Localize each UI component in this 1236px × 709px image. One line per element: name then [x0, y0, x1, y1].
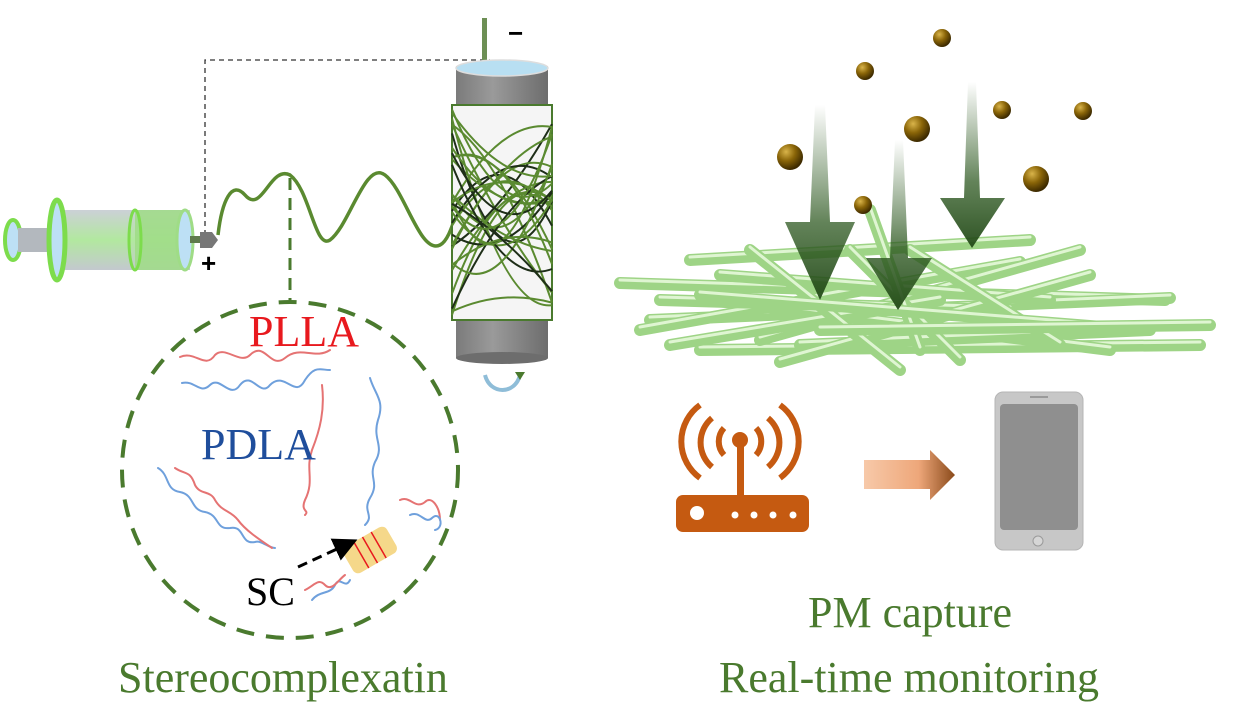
- fiber-strand: [451, 152, 553, 216]
- pm-particle: [1023, 166, 1049, 192]
- fiber-strand: [451, 163, 553, 275]
- fiber-strand: [451, 125, 553, 204]
- pm-particle: [777, 144, 803, 170]
- pm-particle: [1074, 102, 1092, 120]
- fiber-strand: [451, 190, 553, 316]
- circuit-wire: [204, 59, 490, 235]
- fiber-strand: [451, 147, 553, 205]
- pm-particle: [904, 116, 930, 142]
- fiber-strand: [451, 112, 553, 178]
- fiber-strand: [451, 199, 553, 247]
- collected-fibers: [451, 109, 553, 316]
- fiber-rod-highlight: [638, 257, 1022, 329]
- fiber-rod: [814, 319, 1216, 336]
- fiber-strand: [451, 296, 553, 313]
- fiber-strand: [451, 153, 553, 265]
- electrospinning-jet: [216, 171, 462, 248]
- right-arrow-icon: [864, 450, 955, 500]
- syringe-icon: [3, 197, 218, 283]
- fiber-strand: [451, 133, 553, 230]
- real-time-monitoring-caption: Real-time monitoring: [719, 653, 1100, 702]
- pm-capture-caption: PM capture: [808, 588, 1013, 637]
- positive-electrode-label: +: [201, 248, 217, 278]
- pm-particles: [777, 29, 1092, 214]
- stereocomplexation-caption: Stereocomplexatin: [118, 653, 448, 702]
- fiber-strand: [451, 133, 553, 244]
- pm-particle: [993, 101, 1011, 119]
- negative-electrode-label: −: [508, 18, 524, 48]
- fiber-strand: [451, 164, 553, 273]
- fiber-strand: [451, 109, 553, 198]
- pm-particle: [933, 29, 951, 47]
- sc-label: SC: [246, 569, 295, 614]
- zoom-circle: [120, 300, 460, 640]
- wifi-router-icon: [676, 402, 809, 532]
- pm-particle: [854, 196, 872, 214]
- rotating-drum-collector-icon: [451, 18, 553, 392]
- fiber-rod-highlight: [818, 320, 1212, 329]
- capture-arrows: [785, 82, 1005, 310]
- pm-particle: [856, 62, 874, 80]
- fiber-mesh: [614, 204, 1216, 376]
- fiber-strand: [451, 175, 553, 310]
- fiber-strand: [451, 202, 553, 292]
- plla-label: PLLA: [249, 307, 359, 356]
- stereocomplex-crystal: [343, 526, 397, 574]
- pdla-label: PDLA: [201, 420, 316, 469]
- fiber-strand: [451, 193, 553, 252]
- polymer-chains: [157, 349, 442, 601]
- smartphone-icon: [994, 391, 1084, 551]
